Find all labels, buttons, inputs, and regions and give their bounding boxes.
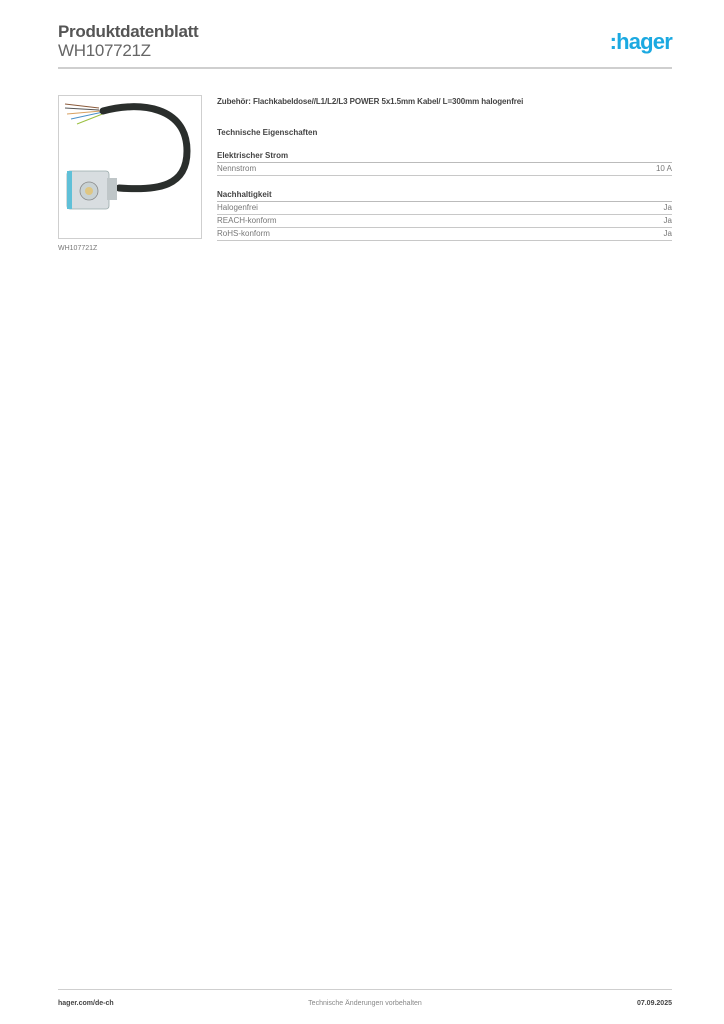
spec-label: Halogenfrei (217, 203, 258, 212)
section-title-technical: Technische Eigenschaften (217, 128, 318, 137)
header-divider (58, 67, 672, 69)
spec-row: Nennstrom 10 A (217, 163, 672, 176)
spec-value: Ja (663, 229, 672, 238)
product-description: Zubehör: Flachkabeldose//L1/L2/L3 POWER … (217, 97, 524, 106)
spec-label: REACH-konform (217, 216, 277, 225)
document-header: Produktdatenblatt WH107721Z :hager (58, 22, 673, 60)
cable-connector-icon (64, 103, 191, 210)
spec-row: RoHS-konform Ja (217, 228, 672, 241)
spec-value: Ja (663, 216, 672, 225)
footer-website-link[interactable]: hager.com/de-ch (58, 1000, 114, 1007)
spec-group-electrical: Elektrischer Strom Nennstrom 10 A (217, 151, 672, 176)
spec-row: REACH-konform Ja (217, 215, 672, 228)
footer-date: 07.09.2025 (636, 1000, 672, 1007)
spec-label: Nennstrom (217, 164, 257, 173)
product-image (58, 95, 202, 239)
spec-group-sustainability: Nachhaltigkeit Halogenfrei Ja REACH-konf… (217, 190, 672, 241)
footer-divider (58, 989, 672, 990)
footer-disclaimer: Technische Änderungen vorbehalten (308, 1000, 422, 1007)
spec-label: RoHS-konform (217, 229, 270, 238)
document-title: Produktdatenblatt (58, 22, 199, 41)
spec-group-title: Elektrischer Strom (217, 151, 672, 163)
spec-group-title: Nachhaltigkeit (217, 190, 672, 202)
article-number: WH107721Z (58, 41, 151, 60)
product-content: Zubehör: Flachkabeldose//L1/L2/L3 POWER … (217, 97, 672, 241)
spec-value: 10 A (655, 164, 672, 173)
spec-row: Halogenfrei Ja (217, 202, 672, 215)
hager-logo: :hager (609, 29, 673, 54)
spec-value: Ja (663, 203, 672, 212)
image-caption: WH107721Z (58, 245, 98, 252)
